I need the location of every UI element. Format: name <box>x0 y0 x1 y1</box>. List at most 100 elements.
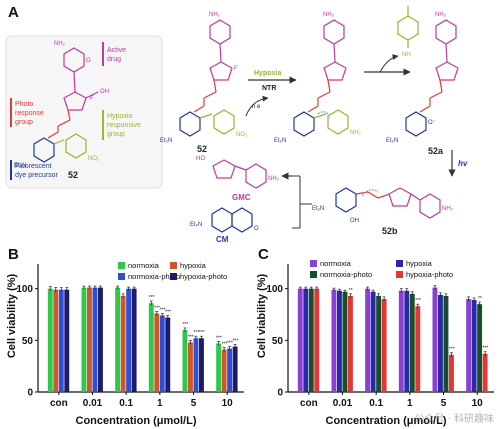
chart-c-x-tick-label: 10 <box>472 398 484 409</box>
watermark-text: 公众号 · 科研趣味 <box>414 414 494 425</box>
chart-c-significance-label: *** <box>449 347 455 353</box>
atom-no2: NO₂ <box>88 156 100 162</box>
label-active-drug-1: Active <box>107 47 126 54</box>
chart-b-x-tick-label: con <box>50 398 68 409</box>
panel-letter-a: A <box>8 4 19 21</box>
compound-label-52-box: 52 <box>68 170 78 180</box>
chart-c-bar <box>449 354 454 392</box>
chart-b-significance-label: *** <box>165 310 171 316</box>
atom-et2n-52b: Et₂N <box>312 206 324 212</box>
compound-52-annotated-box <box>5 35 163 189</box>
chart-b-bar <box>148 303 154 392</box>
structure-intermediate <box>293 19 349 137</box>
structure-gmc <box>212 159 267 189</box>
panel-letter-b: B <box>8 246 19 263</box>
chart-b-significance-label: *** <box>188 334 194 340</box>
chart-c-significance-label: ** <box>349 288 353 294</box>
label-ne: n e <box>252 104 261 110</box>
chart-b-significance-label: *** <box>160 307 166 313</box>
chart-b-significance-label: *** <box>193 330 199 336</box>
chart-b-y-tick-label: 100 <box>16 284 33 295</box>
chart-c-bar <box>404 290 410 392</box>
chart-c-bar <box>303 288 309 392</box>
label-hypoxia-arrow: Hypoxia <box>254 70 281 77</box>
label-active-drug-2: drug <box>107 56 121 63</box>
chart-c-bar <box>381 299 387 392</box>
atom-nh2: NH₂ <box>54 41 66 47</box>
chart-b-bar <box>64 289 70 392</box>
chart-b-bar <box>131 288 137 392</box>
atom-o-cm: O <box>254 226 259 232</box>
chart-c-significance-label: *** <box>415 298 421 304</box>
chart-c-bar <box>331 289 337 392</box>
chart-b-bar <box>154 313 160 392</box>
atom-nh2-52b: NH₂ <box>442 206 454 212</box>
chart-b-bar <box>188 342 193 392</box>
atom-nh2-gmc: NH₂ <box>268 176 280 182</box>
atom-nh2-52a: NH₂ <box>435 12 447 18</box>
chart-b-significance-label: *** <box>182 322 188 328</box>
product-label-gmc: GMC <box>232 193 251 202</box>
chart-c-bar <box>415 306 421 392</box>
chart-c-y-tick-label: 0 <box>277 388 283 399</box>
chart-c-bar <box>342 291 348 392</box>
chart-c-bar <box>370 291 376 392</box>
arrow-release <box>379 54 399 73</box>
atom-oh-52b: OH <box>350 218 359 224</box>
atom-oh: OH <box>100 89 109 95</box>
chart-b-legend-swatch <box>118 273 125 280</box>
chart-b-bar <box>193 338 199 392</box>
chart-c-bar <box>348 295 353 392</box>
chart-b-bar <box>47 288 53 392</box>
chart-b-x-tick-label: 0.1 <box>119 398 133 409</box>
chart-b-bar <box>53 289 59 392</box>
chart-c-bar <box>365 288 371 392</box>
chart-b-y-tick-label: 0 <box>27 388 33 399</box>
chart-c-bar <box>314 288 320 392</box>
chart-b-legend-swatch <box>118 262 125 269</box>
chart-c-bar <box>466 299 472 392</box>
chart-c-x-tick-label: 0.1 <box>369 398 383 409</box>
chart-c-significance-label: *** <box>482 346 488 352</box>
atom-nh: NH <box>402 52 411 58</box>
chart-b-legend-swatch <box>170 273 177 280</box>
chart-b-cell-viability: Cell viability (%) Concentration (μmol/L… <box>6 261 244 427</box>
chart-c-x-tick-label: 5 <box>441 398 447 409</box>
chart-c-bar <box>438 294 443 392</box>
product-label-cm: CM <box>216 235 229 243</box>
chart-b-significance-label: *** <box>221 342 227 348</box>
atom-nh2-aniline: NH₂ <box>350 130 362 136</box>
atom-et2n-cm: Et₂N <box>190 222 202 228</box>
chart-b-bar <box>199 338 204 392</box>
chart-b-x-tick-label: 0.01 <box>83 398 103 409</box>
chart-c-y-tick-label: 100 <box>266 284 283 295</box>
structure-52-annotated: NH₂ O F OH Et₂N NO₂ 52 <box>14 41 109 180</box>
compound-label-52: 52 <box>197 144 207 154</box>
chart-b-bar <box>92 287 98 392</box>
label-hv: hv <box>458 159 468 168</box>
atom-ho-gmc: HO <box>196 156 205 162</box>
chart-c-legend-label: normoxia-photo <box>320 270 372 279</box>
chart-c-legend-label: hypoxia-photo <box>406 270 453 279</box>
chart-b-significance-label: *** <box>199 330 205 336</box>
arrow-electron <box>245 95 269 117</box>
chart-c-xlabel: Concentration (μmol/L) <box>326 415 447 427</box>
chart-c-x-tick-label: con <box>300 398 318 409</box>
chart-c-x-tick-label: 0.01 <box>333 398 353 409</box>
structure-52 <box>179 19 235 137</box>
chart-b-bar <box>182 330 188 392</box>
chart-c-legend-swatch <box>310 260 317 267</box>
chart-c-y-tick-label: 50 <box>272 336 284 347</box>
chart-b-bar <box>81 287 87 392</box>
chart-b-xlabel: Concentration (μmol/L) <box>76 415 197 427</box>
structure-cm <box>211 207 253 233</box>
chart-b-bar <box>221 349 227 392</box>
chart-b-x-tick-label: 1 <box>157 398 163 409</box>
chart-b-significance-label: *** <box>216 335 222 341</box>
chart-c-cell-viability: Cell viability (%) Concentration (μmol/L… <box>256 259 494 427</box>
chart-c-legend-swatch <box>310 271 317 278</box>
chart-c-bar <box>432 287 438 392</box>
chart-b-bar <box>216 343 222 392</box>
label-photo-response-1: Photo <box>15 101 33 108</box>
chart-c-bar <box>376 295 382 392</box>
